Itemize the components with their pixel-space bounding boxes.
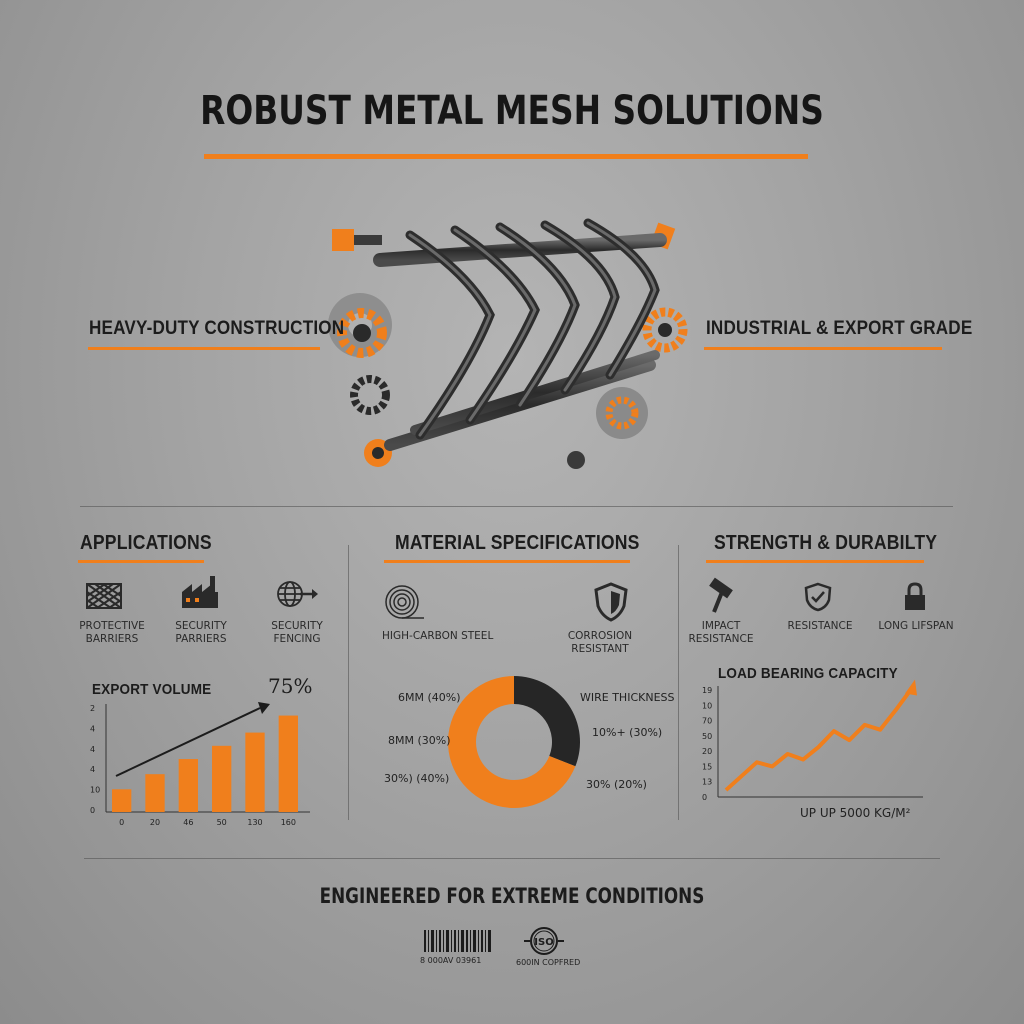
material-label-corrosion: CORROSION RESISTANT — [567, 630, 633, 656]
right-label-underline — [704, 347, 942, 350]
donut-label-6mm: 6MM (40%) — [398, 691, 461, 704]
strength-title: STRENGTH & DURABILTY — [714, 532, 938, 554]
x-tick-label: 46 — [183, 818, 193, 827]
y-tick-label: 15 — [702, 762, 712, 771]
material-label-steel: HIGH-CARBON STEEL — [382, 630, 494, 642]
trend-arrowhead — [258, 702, 270, 714]
lock-icon — [905, 582, 925, 610]
bar — [278, 715, 298, 812]
shield-check-icon — [804, 582, 832, 612]
mesh-fence-icon — [86, 583, 122, 609]
y-tick-label: 13 — [702, 778, 712, 787]
donut-label-30-40: 30%) (40%) — [384, 772, 450, 785]
y-tick-label: 4 — [90, 765, 95, 774]
x-tick-label: 50 — [217, 818, 227, 827]
coil-icon — [385, 585, 424, 619]
applications-underline — [78, 560, 204, 563]
bar — [212, 745, 232, 812]
wire-thickness-donut — [448, 676, 580, 808]
bar — [245, 732, 265, 812]
mesh-illustration — [328, 218, 688, 469]
y-tick-label: 4 — [90, 745, 95, 754]
export-volume-title: EXPORT VOLUME — [92, 681, 212, 698]
load-caption: UP UP 5000 KG/M² — [800, 806, 911, 820]
globe-arrow-icon — [277, 581, 318, 607]
y-tick-label: 20 — [702, 747, 712, 756]
barcode-icon — [424, 930, 491, 952]
iso-badge-icon: ISO — [524, 927, 564, 955]
strength-underline — [706, 560, 924, 563]
footer-tagline: ENGINEERED FOR EXTREME CONDITIONS — [319, 884, 705, 908]
iso-text: 600IN COPFRED — [516, 958, 581, 967]
gear-icon — [642, 307, 688, 353]
y-tick-label: 0 — [90, 806, 95, 815]
column-divider — [678, 545, 679, 820]
donut-slice — [514, 676, 580, 767]
title-underline — [204, 154, 808, 159]
x-tick-label: 160 — [281, 818, 296, 827]
trend-arrow — [115, 707, 261, 777]
gear-icon — [337, 308, 387, 358]
factory-icon — [182, 576, 218, 608]
footer-divider — [84, 858, 940, 859]
bar — [112, 789, 132, 812]
bar — [145, 774, 165, 812]
app-label-security-fencing: SECURITY FENCING — [271, 620, 323, 646]
y-tick-label: 50 — [702, 732, 712, 741]
x-tick-label: 20 — [150, 818, 160, 827]
app-label-protective: PROTECTIVE BARRIERS — [79, 620, 145, 646]
load-bearing-chart: 19 10 70 50 20 15 13 0 — [702, 679, 923, 802]
export-percent: 75% — [268, 674, 313, 698]
barcode-text: 8 000AV 03961 — [420, 956, 482, 965]
donut-title: WIRE THICKNESS — [580, 691, 675, 704]
nut-icon — [567, 451, 585, 469]
y-tick-label: 4 — [90, 724, 95, 733]
left-label-underline — [88, 347, 320, 350]
y-tick-label: 70 — [702, 717, 712, 726]
column-divider — [348, 545, 349, 820]
donut-label-30-20: 30% (20%) — [586, 778, 647, 791]
applications-title: APPLICATIONS — [80, 532, 212, 554]
donut-slice — [448, 676, 576, 808]
heavy-duty-label: HEAVY-DUTY CONSTRUCTION — [89, 318, 345, 339]
gear-icon — [350, 375, 390, 415]
page-title: ROBUST METAL MESH SOLUTIONS — [200, 88, 824, 134]
iso-mark: ISO — [534, 937, 553, 948]
y-tick-label: 0 — [702, 793, 707, 802]
bar — [178, 759, 198, 812]
x-tick-label: 130 — [247, 818, 262, 827]
section-divider — [80, 506, 953, 507]
shield-icon — [594, 582, 628, 622]
y-tick-label: 10 — [702, 701, 712, 710]
strength-label-resistance: RESISTANCE — [787, 620, 853, 632]
app-label-security-parriers: SECURITY PARRIERS — [175, 620, 227, 646]
load-line — [724, 688, 913, 792]
strength-label-impact: IMPACT RESISTANCE — [688, 620, 754, 646]
export-grade-label: INDUSTRIAL & EXPORT GRADE — [706, 318, 973, 339]
x-tick-label: 0 — [119, 818, 124, 827]
y-tick-label: 19 — [702, 686, 712, 695]
strength-label-lifespan: LONG LIFSPAN — [878, 620, 954, 632]
materials-title: MATERIAL SPECIFICATIONS — [395, 532, 640, 554]
y-tick-label: 2 — [90, 704, 95, 713]
donut-label-8mm: 8MM (30%) — [388, 734, 451, 747]
y-tick-label: 10 — [90, 786, 100, 795]
materials-underline — [384, 560, 630, 563]
hammer-icon — [709, 577, 733, 613]
load-title: LOAD BEARING CAPACITY — [718, 665, 898, 682]
bolt-icon — [332, 229, 382, 251]
load-arrowhead — [905, 679, 917, 696]
gear-icon — [596, 387, 648, 439]
donut-label-10: 10%+ (30%) — [592, 726, 663, 739]
